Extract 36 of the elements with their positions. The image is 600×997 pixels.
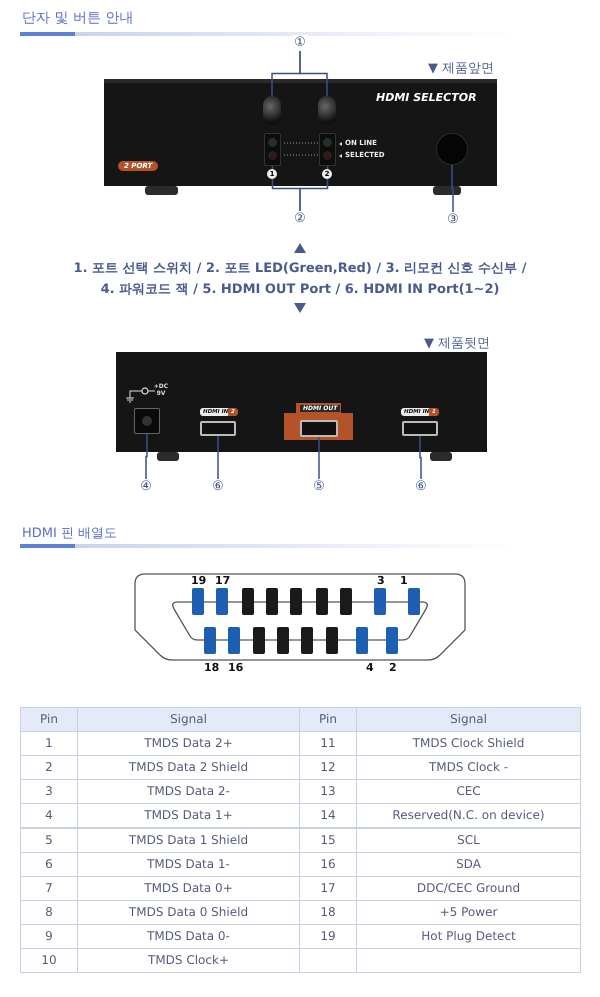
pin-number: 1 bbox=[400, 575, 408, 587]
hdmi-port bbox=[200, 421, 236, 436]
pin-number: 19 bbox=[191, 575, 206, 587]
table-cell: Reserved(N.C. on device) bbox=[356, 803, 581, 828]
pin-number: 18 bbox=[204, 662, 220, 674]
header-cell: Pin bbox=[20, 707, 78, 732]
parts-description: 1. 포트 선택 스위치 / 2. 포트 LED(Green,Red) / 3. 리모컨 신호 수신부 / 4. 파워코드 잭 / 5. HDMI OUT Port / 6. HDMI IN Port(1~2) bbox=[72, 260, 528, 299]
view-caption: ▼ 제품뒷면 bbox=[424, 335, 490, 352]
table-cell: SCL bbox=[356, 828, 581, 853]
view-caption: ▼ 제품앞면 bbox=[428, 60, 494, 77]
leader-line bbox=[299, 51, 328, 96]
leader-line bbox=[451, 165, 454, 212]
led-indicator bbox=[264, 133, 281, 166]
power-jack bbox=[134, 408, 160, 434]
pin-number: 17 bbox=[215, 575, 230, 587]
pin-number: 4 bbox=[366, 662, 374, 674]
leader-line bbox=[145, 434, 148, 479]
led-indicator bbox=[319, 133, 336, 166]
table-cell: 5 bbox=[20, 828, 78, 853]
device-text: HDMI SELECTOR bbox=[376, 91, 477, 104]
hdmi-port bbox=[402, 421, 438, 436]
section-heading: HDMI 핀 배열도 bbox=[22, 525, 118, 542]
table-cell: 4 bbox=[20, 803, 78, 828]
leader-line bbox=[419, 436, 422, 479]
table-cell: 10 bbox=[20, 948, 78, 974]
section-heading: 단자 및 버튼 안내 bbox=[22, 9, 134, 27]
pin-number: 2 bbox=[389, 662, 397, 674]
header-cell: Signal bbox=[77, 707, 300, 732]
header-cell: Pin bbox=[299, 707, 357, 732]
leader-line bbox=[217, 436, 219, 479]
leader-line bbox=[318, 437, 320, 479]
pin-number: 16 bbox=[228, 662, 244, 674]
header-cell: Signal bbox=[356, 707, 581, 732]
hdmi-port bbox=[300, 420, 338, 437]
pin-number: 3 bbox=[377, 575, 385, 587]
leader-line bbox=[299, 166, 328, 211]
